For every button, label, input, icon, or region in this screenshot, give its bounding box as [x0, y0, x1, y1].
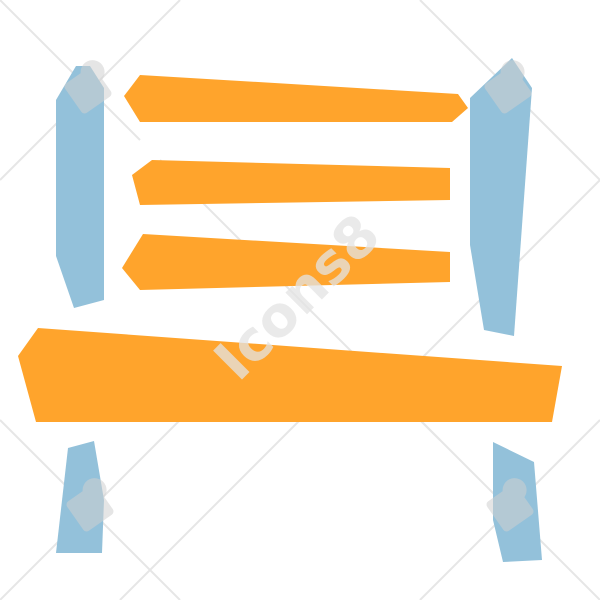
backrest-plank-middle [132, 160, 450, 205]
watermark-line [119, 419, 301, 600]
watermark-marks [64, 60, 534, 532]
watermark-mark-dot [502, 478, 527, 503]
watermark-mark-dot [80, 60, 105, 85]
bench-planks [18, 75, 562, 422]
back-left-support [56, 66, 104, 308]
watermark-mark [66, 478, 114, 532]
watermark-mark [64, 60, 112, 114]
watermark-mark-dot [500, 60, 525, 85]
watermark-line [0, 0, 141, 141]
watermark-mark [486, 478, 534, 532]
bench-legs [56, 58, 542, 562]
backrest-plank-top [124, 75, 468, 122]
seat-plank [18, 328, 562, 422]
backrest-plank-bottom [122, 234, 450, 290]
watermark-mark [484, 60, 532, 114]
back-right-support [470, 58, 532, 336]
watermark-mark-dot [82, 478, 107, 503]
